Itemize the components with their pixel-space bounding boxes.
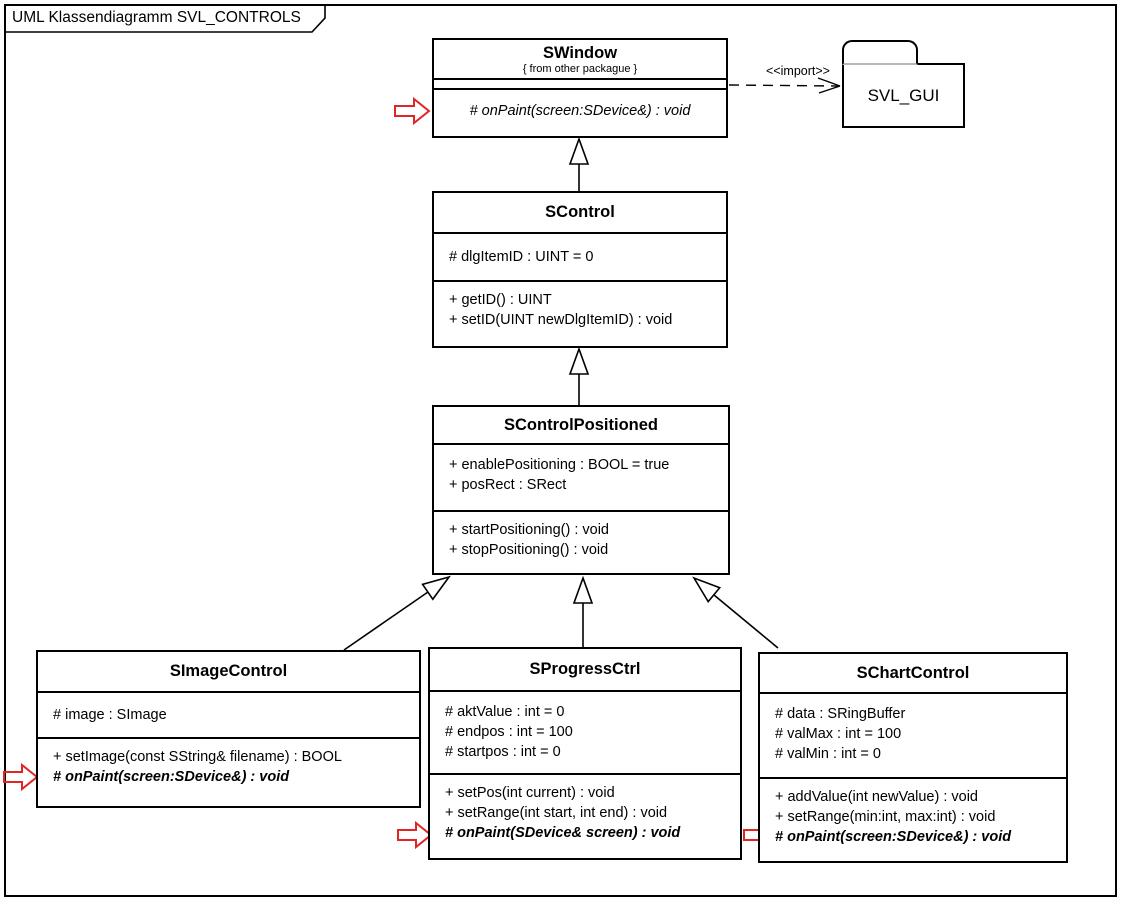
attribute: + posRect : SRect	[449, 477, 567, 493]
operation: + setID(UINT newDlgItemID) : void	[449, 312, 673, 328]
class-note: { from other packague }	[522, 62, 638, 75]
class-name-compartment: SImageControl	[38, 652, 419, 691]
attributes-compartment: # dlgItemID : UINT = 0	[434, 232, 726, 280]
package-svl-gui[interactable]: SVL_GUI	[842, 63, 965, 128]
attributes-compartment: # aktValue : int = 0 # endpos : int = 10…	[430, 690, 740, 773]
attributes-compartment: # image : SImage	[38, 691, 419, 737]
diagram-frame	[4, 4, 1117, 897]
attribute: + enablePositioning : BOOL = true	[449, 457, 670, 473]
class-name-compartment: SWindow { from other packague }	[434, 40, 726, 78]
operation: # onPaint(screen:SDevice&) : void	[469, 103, 691, 119]
class-name: SImageControl	[169, 662, 288, 680]
class-name-compartment: SProgressCtrl	[430, 649, 740, 690]
diagram-title: UML Klassendiagramm SVL_CONTROLS	[12, 9, 301, 26]
operation-onpaint: # onPaint(screen:SDevice&) : void	[53, 769, 290, 785]
class-name: SProgressCtrl	[529, 660, 641, 678]
operations-compartment: + setPos(int current) : void + setRange(…	[430, 773, 740, 858]
class-name: SChartControl	[856, 663, 970, 682]
attributes-compartment	[434, 78, 726, 88]
operations-compartment: + addValue(int newValue) : void + setRan…	[760, 777, 1066, 861]
operations-compartment: + setImage(const SString& filename) : BO…	[38, 737, 419, 806]
attribute: # valMax : int = 100	[775, 726, 902, 742]
operations-compartment: # onPaint(screen:SDevice&) : void	[434, 88, 726, 136]
operation-onpaint: # onPaint(SDevice& screen) : void	[445, 825, 681, 841]
class-name-compartment: SControl	[434, 193, 726, 232]
operation: + setImage(const SString& filename) : BO…	[53, 749, 342, 765]
package-tab[interactable]	[842, 40, 918, 65]
operation-onpaint: # onPaint(screen:SDevice&) : void	[775, 829, 1012, 845]
class-sprogressctrl[interactable]: SProgressCtrl # aktValue : int = 0 # end…	[428, 647, 742, 860]
class-scontrolpositioned[interactable]: SControlPositioned + enablePositioning :…	[432, 405, 730, 575]
operations-compartment: + getID() : UINT + setID(UINT newDlgItem…	[434, 280, 726, 346]
attribute: # startpos : int = 0	[445, 744, 561, 760]
class-schartcontrol[interactable]: SChartControl # data : SRingBuffer # val…	[758, 652, 1068, 863]
operation: + setRange(int start, int end) : void	[445, 805, 668, 821]
operation: + getID() : UINT	[449, 292, 552, 308]
class-name: SWindow	[542, 43, 618, 62]
operations-compartment: + startPositioning() : void + stopPositi…	[434, 510, 728, 573]
attributes-compartment: # data : SRingBuffer # valMax : int = 10…	[760, 692, 1066, 777]
import-stereotype-label: <<import>>	[766, 64, 830, 78]
attribute: # image : SImage	[53, 707, 167, 723]
operation: + setPos(int current) : void	[445, 785, 615, 801]
class-name-compartment: SControlPositioned	[434, 407, 728, 443]
class-simagecontrol[interactable]: SImageControl # image : SImage + setImag…	[36, 650, 421, 808]
attributes-compartment: + enablePositioning : BOOL = true + posR…	[434, 443, 728, 510]
attribute: # endpos : int = 100	[445, 724, 573, 740]
operation: + addValue(int newValue) : void	[775, 789, 978, 805]
class-name: SControlPositioned	[504, 415, 658, 434]
attribute: # data : SRingBuffer	[775, 706, 906, 722]
operation: + startPositioning() : void	[449, 522, 609, 538]
class-swindow[interactable]: SWindow { from other packague } # onPain…	[432, 38, 728, 138]
attribute: # dlgItemID : UINT = 0	[449, 249, 594, 265]
class-name: SControl	[545, 203, 615, 221]
operation: + stopPositioning() : void	[449, 542, 609, 558]
operation: + setRange(min:int, max:int) : void	[775, 809, 996, 825]
class-name-compartment: SChartControl	[760, 654, 1066, 692]
attribute: # aktValue : int = 0	[445, 704, 565, 720]
class-scontrol[interactable]: SControl # dlgItemID : UINT = 0 + getID(…	[432, 191, 728, 348]
package-name: SVL_GUI	[867, 85, 940, 105]
attribute: # valMin : int = 0	[775, 746, 881, 762]
